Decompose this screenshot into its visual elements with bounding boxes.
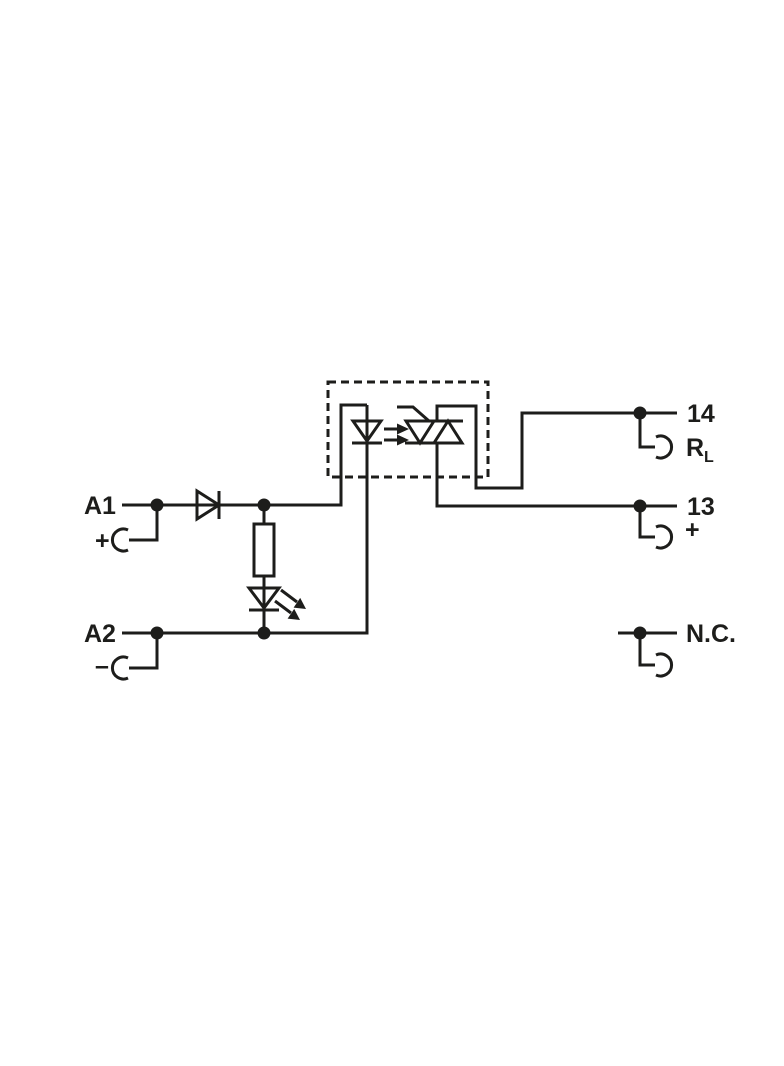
opto-emitter-led-icon [350, 419, 409, 446]
junction-dot [633, 626, 647, 640]
junction-dot [257, 498, 271, 512]
a2-clamp-stub [129, 633, 159, 670]
t13-label: 13 [687, 493, 715, 521]
t13-polarity: + [685, 516, 700, 544]
led-emission-arrows-icon [274, 588, 306, 620]
triac-gate-lead [397, 405, 430, 423]
status-led-icon [246, 586, 306, 620]
load-label-subscript: L [704, 449, 714, 466]
junction-dot [633, 406, 647, 420]
a1-clamp-icon [110, 527, 129, 553]
protection-diode-icon [195, 488, 222, 522]
a1-label: A1 [84, 492, 116, 520]
triac-left-triangle [403, 419, 437, 446]
a2-polarity: – [95, 652, 109, 680]
a2-label: A2 [84, 620, 116, 648]
wire-mt1-to-13 [435, 443, 677, 508]
triac-right-triangle [431, 418, 465, 445]
diode-triangle [195, 488, 222, 522]
resistor-icon [252, 522, 276, 578]
a1-clamp-stub [129, 505, 159, 542]
wire-mt2-to-14 [435, 404, 677, 490]
t14-clamp-stub [638, 413, 655, 449]
t14-label: 14 [687, 400, 715, 428]
opto-led-triangle [350, 419, 384, 444]
led-triangle [246, 586, 282, 611]
junction-dot [633, 499, 647, 513]
terminal-clamps [110, 413, 674, 681]
t13-clamp-icon [655, 524, 674, 550]
optocoupler-boundary-box [326, 380, 490, 479]
wire-a2-line [122, 405, 369, 635]
load-label: R [686, 434, 704, 462]
a2-clamp-icon [110, 655, 129, 681]
junction-dots [150, 406, 647, 640]
wire-a1-line [122, 403, 367, 507]
t14-clamp-icon [655, 434, 674, 460]
t13-clamp-stub [638, 506, 655, 539]
nc-label: N.C. [686, 620, 736, 648]
photo-triac-icon [397, 405, 465, 446]
junction-dot [150, 498, 164, 512]
junction-dot [150, 626, 164, 640]
terminal-labels: A1 + A2 – 14 R L 13 + N.C. [84, 400, 736, 680]
nc-clamp-icon [655, 652, 674, 678]
opto-light-arrows-icon [384, 423, 409, 446]
a1-polarity: + [95, 527, 110, 555]
nc-clamp-stub [638, 633, 655, 667]
junction-dot [257, 626, 271, 640]
